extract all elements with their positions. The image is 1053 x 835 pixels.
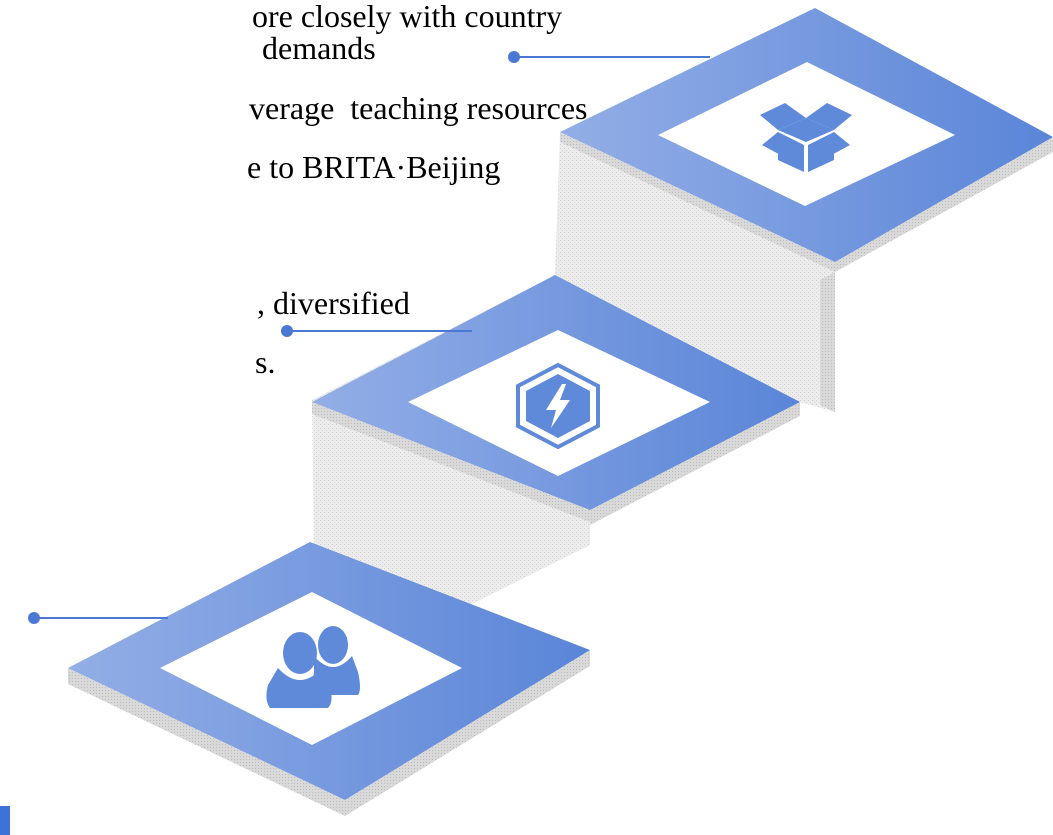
users-icon <box>266 626 360 708</box>
logo-fragment <box>0 806 10 835</box>
connector-middle <box>281 325 472 337</box>
text-line-1: ore closely with country <box>252 0 563 34</box>
text-line-6: s. <box>255 344 276 380</box>
connector-top <box>508 51 710 63</box>
middle-step-right-edge <box>590 402 800 525</box>
text-line-2: demands <box>262 30 376 66</box>
middle-step-left-edge <box>312 402 590 522</box>
bottom-step-right-edge <box>345 650 590 816</box>
connector-bottom <box>28 612 168 624</box>
bottom-step-left-edge <box>68 668 345 816</box>
text-line-3: verage teaching resources <box>249 90 588 126</box>
text-line-4: e to BRITA·Beijing <box>247 149 501 185</box>
top-step-riser-right <box>820 272 835 412</box>
top-step-right-edge <box>835 137 1053 272</box>
open-box-icon <box>760 103 852 172</box>
top-step-left-edge <box>560 132 835 272</box>
text-line-5: , diversified <box>257 285 410 321</box>
lightning-hexagon-icon <box>516 362 600 450</box>
